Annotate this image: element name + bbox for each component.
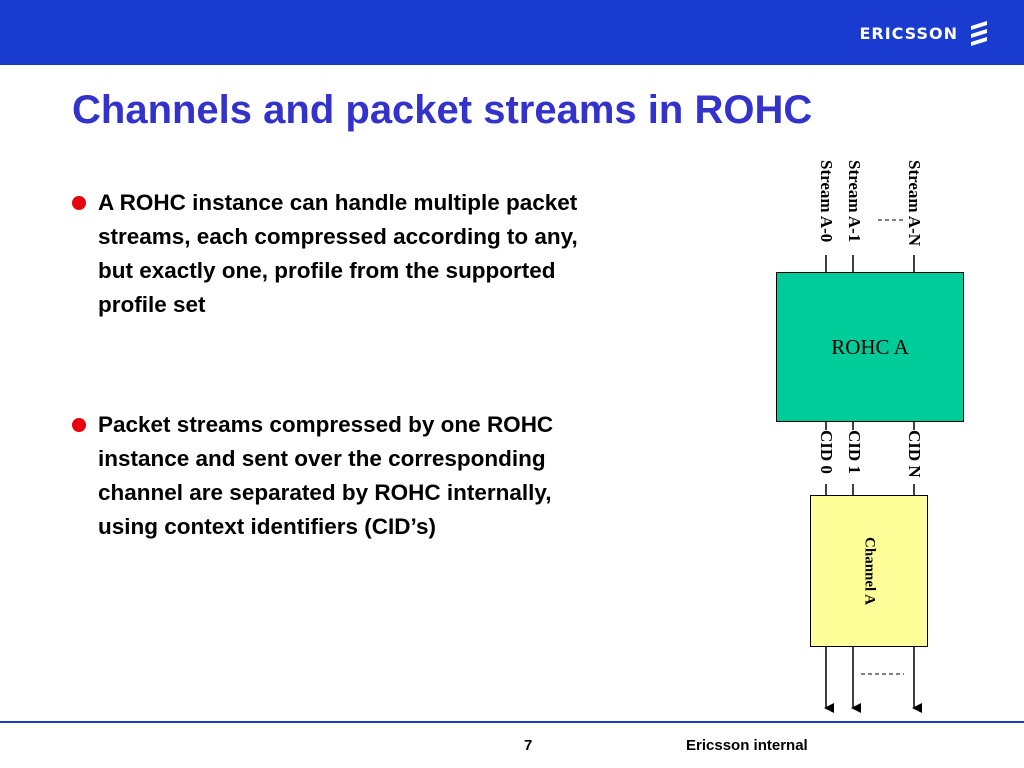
header-bar: ERICSSON bbox=[0, 0, 1024, 65]
stream-label-0: Stream A-0 bbox=[817, 160, 836, 243]
rohc-box-label: ROHC A bbox=[831, 334, 909, 359]
page-number: 7 bbox=[524, 737, 533, 754]
cid-label-n: CID N bbox=[905, 430, 924, 478]
bullet-text: Packet streams compressed by one ROHC in… bbox=[98, 412, 554, 539]
footer-divider bbox=[0, 721, 1024, 723]
bullet-text: A ROHC instance can handle multiple pack… bbox=[98, 190, 578, 317]
rohc-instance-box: ROHC A bbox=[776, 272, 964, 422]
channel-label: Channel A bbox=[861, 537, 878, 605]
stream-label-1: Stream A-1 bbox=[845, 160, 864, 243]
channel-box: Channel A bbox=[810, 495, 928, 647]
bullet-1: A ROHC instance can handle multiple pack… bbox=[72, 186, 612, 322]
bullet-2: Packet streams compressed by one ROHC in… bbox=[72, 408, 612, 544]
ericsson-logo: ERICSSON bbox=[859, 18, 990, 48]
cid-label-0: CID 0 bbox=[817, 430, 836, 474]
bullet-dot-icon bbox=[72, 418, 86, 432]
cid-label-1: CID 1 bbox=[845, 430, 864, 474]
bullet-dot-icon bbox=[72, 196, 86, 210]
classification-label: Ericsson internal bbox=[686, 737, 808, 754]
stream-label-n: Stream A-N bbox=[905, 160, 924, 247]
brand-name: ERICSSON bbox=[859, 23, 958, 43]
ericsson-logo-icon bbox=[971, 21, 987, 46]
slide-title: Channels and packet streams in ROHC bbox=[72, 88, 813, 132]
